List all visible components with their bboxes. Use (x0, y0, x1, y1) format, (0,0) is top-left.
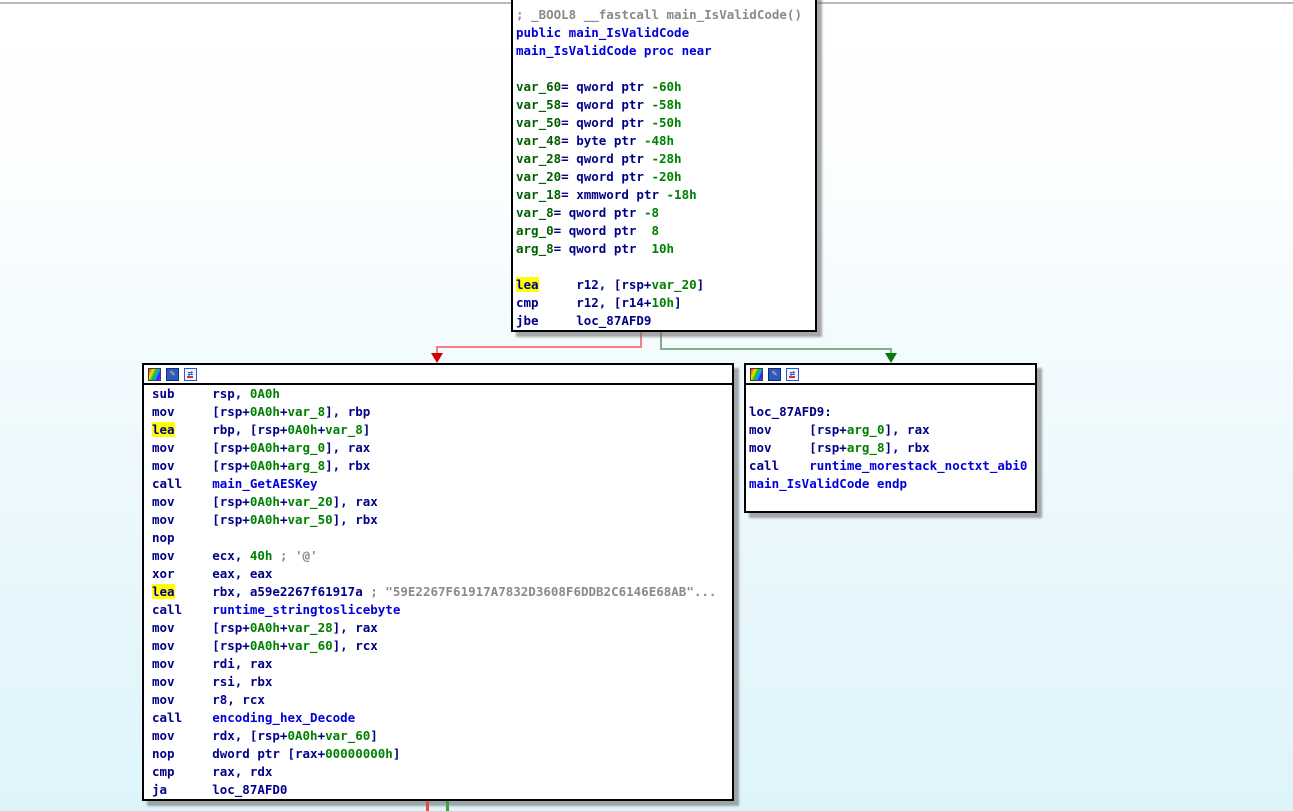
node-titlebar: ✎ ⇄ (144, 365, 732, 385)
code-line[interactable]: var_60= qword ptr -60h (516, 79, 682, 94)
code-line[interactable]: arg_0= qword ptr 8 (516, 223, 660, 238)
code-line[interactable]: call encoding_hex_Decode (152, 710, 356, 725)
node-color-icon[interactable] (750, 367, 763, 381)
code-line[interactable]: ; _BOOL8 __fastcall main_IsValidCode() (516, 7, 802, 22)
node-titlebar: ✎ ⇄ (746, 365, 1035, 385)
code-line[interactable]: mov [rsp+0A0h+arg_0], rax (152, 440, 371, 455)
node-color-icon[interactable] (148, 367, 161, 381)
code-line[interactable]: var_50= qword ptr -50h (516, 115, 682, 130)
code-line[interactable]: jbe loc_87AFD9 (516, 313, 652, 328)
code-line[interactable]: call runtime_stringtoslicebyte (152, 602, 401, 617)
code-line[interactable]: mov [rsp+0A0h+var_28], rax (152, 620, 378, 635)
code-line[interactable]: sub rsp, 0A0h (152, 386, 280, 401)
code-line[interactable]: call runtime_morestack_noctxt_abi0 (749, 458, 1028, 473)
code-line[interactable] (516, 258, 815, 276)
code-line[interactable]: mov [rsp+0A0h+arg_8], rbx (152, 458, 371, 473)
disassembly-code[interactable]: ; _BOOL8 __fastcall main_IsValidCode()pu… (513, 6, 815, 330)
group-nodes-icon[interactable]: ⇄ (786, 367, 799, 381)
edge-true-branch-arrowhead (885, 353, 897, 363)
code-line[interactable]: lea r12, [rsp+var_20] (516, 277, 705, 292)
code-line[interactable]: var_20= qword ptr -20h (516, 169, 682, 184)
code-line[interactable] (749, 493, 1035, 511)
code-line[interactable]: public main_IsValidCode (516, 25, 690, 40)
code-line[interactable]: lea rbx, a59e2267f61917a ; "59E2267F6191… (152, 584, 717, 599)
edge-false-branch-drop (436, 348, 438, 354)
edge-left-out-false-stub (426, 801, 429, 811)
code-line[interactable]: ja loc_87AFD0 (152, 782, 288, 797)
code-line[interactable]: mov [rsp+0A0h+var_20], rax (152, 494, 378, 509)
edge-true-branch-horizontal (660, 348, 892, 350)
code-line[interactable]: mov rdx, [rsp+0A0h+var_60] (152, 728, 378, 743)
disassembly-code[interactable]: loc_87AFD9:mov [rsp+arg_0], rax mov [rsp+… (746, 385, 1035, 511)
disassembly-code[interactable]: sub rsp, 0A0h mov [rsp+0A0h+var_8], rbp le… (144, 385, 732, 799)
code-line[interactable]: main_IsValidCode endp (749, 476, 908, 491)
code-line[interactable]: mov ecx, 40h ; '@' (152, 548, 318, 563)
code-line[interactable]: call main_GetAESKey (152, 476, 318, 491)
code-line[interactable]: lea rbp, [rsp+0A0h+var_8] (152, 422, 371, 437)
edit-node-icon[interactable]: ✎ (166, 367, 179, 381)
edge-false-branch-arrowhead (431, 353, 443, 363)
group-nodes-icon[interactable]: ⇄ (184, 367, 197, 381)
code-line[interactable] (749, 385, 1035, 403)
code-line[interactable]: mov rdi, rax (152, 656, 273, 671)
code-line[interactable]: loc_87AFD9: (749, 404, 832, 419)
code-line[interactable]: mov r8, rcx (152, 692, 265, 707)
edge-left-out-true-stub (446, 801, 449, 811)
code-line[interactable]: mov [rsp+arg_8], rbx (749, 440, 930, 455)
code-line[interactable]: nop (152, 530, 175, 545)
code-line[interactable]: mov [rsp+arg_0], rax (749, 422, 930, 437)
code-line[interactable] (516, 60, 815, 78)
basic-block-entry[interactable]: ; _BOOL8 __fastcall main_IsValidCode()pu… (511, 0, 817, 332)
code-line[interactable]: mov [rsp+0A0h+var_60], rcx (152, 638, 378, 653)
code-line[interactable]: nop dword ptr [rax+00000000h] (152, 746, 401, 761)
code-line[interactable]: xor eax, eax (152, 566, 273, 581)
code-line[interactable]: cmp rax, rdx (152, 764, 273, 779)
code-line[interactable]: mov rsi, rbx (152, 674, 273, 689)
code-line[interactable]: var_28= qword ptr -28h (516, 151, 682, 166)
code-line[interactable]: cmp r12, [r14+10h] (516, 295, 682, 310)
code-line[interactable]: var_58= qword ptr -58h (516, 97, 682, 112)
edge-false-branch-horizontal (436, 346, 642, 348)
edge-true-branch-vertical (660, 331, 662, 350)
code-line[interactable]: var_18= xmmword ptr -18h (516, 187, 697, 202)
code-line[interactable]: mov [rsp+0A0h+var_8], rbp (152, 404, 371, 419)
code-line[interactable]: arg_8= qword ptr 10h (516, 241, 675, 256)
basic-block-loc-87AFD9[interactable]: ✎ ⇄ loc_87AFD9:mov [rsp+arg_0], rax mov [… (744, 363, 1037, 513)
edge-true-branch-drop (890, 350, 892, 354)
edge-false-branch-vertical (640, 331, 642, 348)
code-line[interactable]: mov [rsp+0A0h+var_50], rbx (152, 512, 378, 527)
edit-node-icon[interactable]: ✎ (768, 367, 781, 381)
basic-block-body[interactable]: ✎ ⇄ sub rsp, 0A0h mov [rsp+0A0h+var_8], r… (142, 363, 734, 801)
code-line[interactable]: var_48= byte ptr -48h (516, 133, 675, 148)
code-line[interactable]: var_8= qword ptr -8 (516, 205, 660, 220)
code-line[interactable]: main_IsValidCode proc near (516, 43, 712, 58)
